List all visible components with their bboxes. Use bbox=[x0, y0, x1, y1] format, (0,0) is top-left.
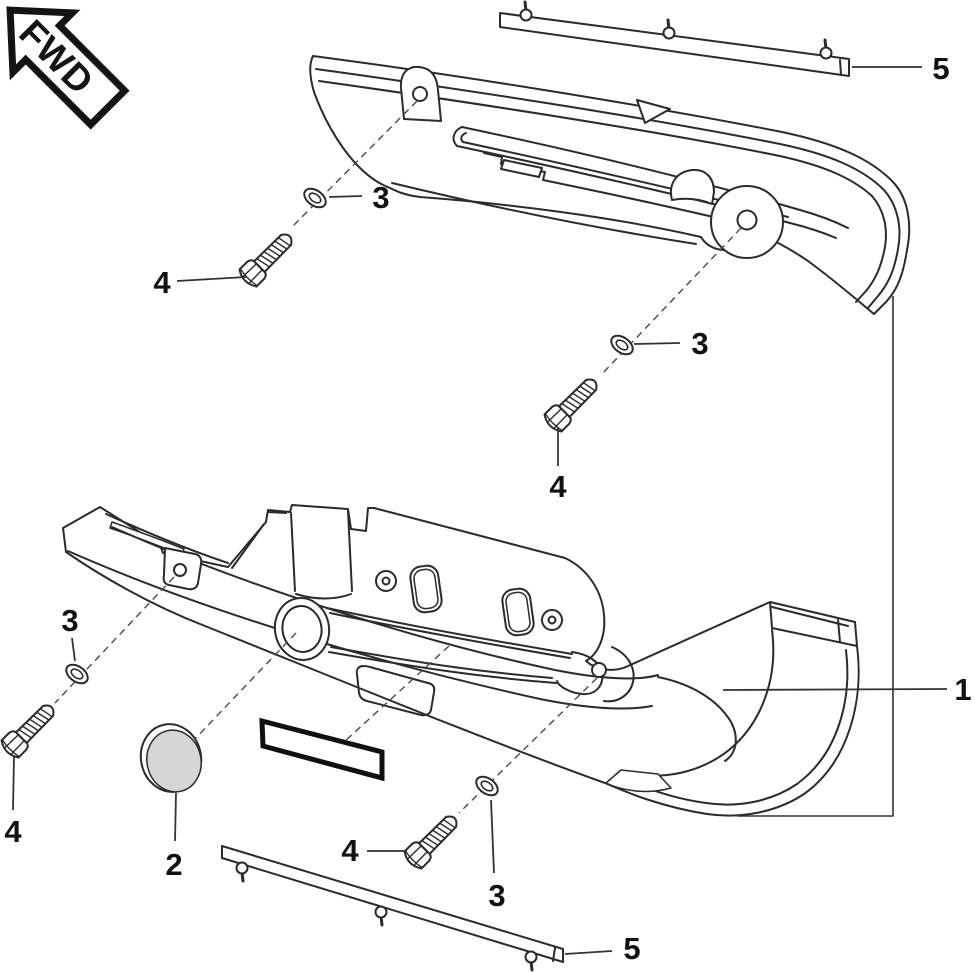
lower-guard-slot bbox=[501, 587, 535, 637]
callout-4-bottom-left: 4 bbox=[4, 814, 22, 849]
callout-3-bottom-mid: 3 bbox=[488, 878, 505, 913]
callout-4-middle: 4 bbox=[549, 469, 567, 504]
strip-peg bbox=[524, 950, 538, 972]
leader-line bbox=[176, 276, 247, 282]
fwd-arrow-icon bbox=[6, 6, 130, 130]
callout-4-upper-left: 4 bbox=[153, 265, 171, 300]
lower-guard-slot bbox=[409, 564, 443, 614]
dashed-line bbox=[190, 632, 297, 744]
lower-guard-bolt-hole-left bbox=[173, 563, 187, 577]
lower-guard-plug-hole bbox=[281, 605, 323, 653]
washer bbox=[471, 771, 503, 801]
callout-5-top: 5 bbox=[932, 51, 949, 86]
upper-guard-bump bbox=[670, 168, 715, 205]
plug-disc bbox=[139, 723, 203, 793]
trim-strip-bottom-bar bbox=[221, 845, 564, 963]
lower-guard-bolt-hole-right bbox=[591, 662, 607, 678]
trim-strip-top-bar bbox=[499, 12, 850, 77]
strip-peg bbox=[235, 861, 249, 883]
hex-bolt bbox=[400, 808, 465, 873]
callout-2: 2 bbox=[165, 847, 182, 882]
leader-line bbox=[12, 755, 15, 811]
leader-line bbox=[564, 950, 613, 955]
strip-peg bbox=[662, 18, 676, 40]
leader-line bbox=[71, 637, 76, 662]
washer bbox=[606, 330, 638, 360]
washer bbox=[299, 183, 331, 213]
callout-1: 1 bbox=[954, 672, 971, 707]
hex-bolt bbox=[0, 697, 62, 762]
callout-1-bracket bbox=[737, 296, 894, 817]
strip-peg bbox=[374, 905, 388, 927]
upper-guard bbox=[309, 55, 911, 315]
trim-strip-top bbox=[499, 0, 850, 77]
leader-line bbox=[328, 195, 363, 198]
washer bbox=[61, 659, 93, 689]
hex-bolt bbox=[235, 226, 300, 291]
leader-line bbox=[174, 792, 177, 842]
leader-lines bbox=[12, 66, 948, 955]
strip-peg bbox=[519, 0, 533, 22]
callout-3-middle: 3 bbox=[691, 326, 708, 361]
hex-bolt bbox=[540, 371, 605, 436]
callout-3-left: 3 bbox=[61, 603, 78, 638]
trim-strip-bottom bbox=[221, 845, 564, 972]
strip-peg bbox=[819, 38, 833, 60]
upper-guard-notch bbox=[636, 99, 671, 124]
callout-5-bottom: 5 bbox=[623, 931, 640, 966]
lower-guard bbox=[62, 504, 860, 817]
upper-guard-bolt-hole-left bbox=[412, 86, 428, 102]
fwd-badge: FWD bbox=[6, 6, 130, 130]
leader-line bbox=[490, 799, 495, 874]
leader-line bbox=[633, 342, 681, 345]
callout-labels: 5 3 4 3 4 3 4 2 4 3 5 1 bbox=[4, 51, 971, 966]
label-plate bbox=[259, 717, 385, 782]
upper-guard-body bbox=[309, 55, 911, 315]
callout-4-bottom-mid: 4 bbox=[341, 833, 359, 868]
leader-line bbox=[722, 688, 948, 691]
upper-guard-bolt-hole-right bbox=[736, 209, 758, 231]
lower-guard-body bbox=[62, 504, 860, 817]
callout-3-upper-left: 3 bbox=[372, 180, 389, 215]
